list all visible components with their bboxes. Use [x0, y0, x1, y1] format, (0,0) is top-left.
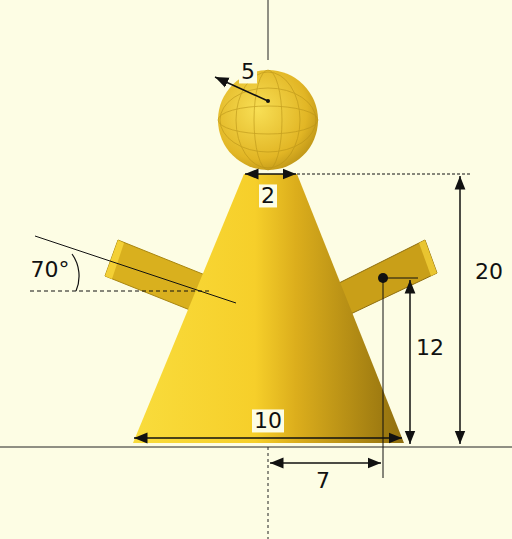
- dimension-line: [409, 280, 411, 444]
- axis-dashed: [268, 447, 269, 539]
- dimension-label: 7: [314, 469, 332, 492]
- dimension-label: 2: [259, 184, 277, 207]
- extension-line: [383, 278, 384, 478]
- dimension-label: 20: [473, 260, 505, 283]
- left-arm-end: [105, 240, 124, 279]
- extension-line: [297, 174, 472, 175]
- axis-line: [268, 0, 269, 60]
- dimension-label: 5: [239, 60, 257, 83]
- dimension-label: 70°: [29, 258, 72, 281]
- dimension-line: [459, 176, 461, 444]
- horizontal-reference: [30, 291, 210, 292]
- dimension-line: [245, 173, 296, 175]
- cone-body: [133, 174, 404, 443]
- dimension-line: [134, 437, 402, 439]
- dimension-line: [270, 462, 381, 464]
- right-arm-end: [419, 240, 437, 276]
- angle-arc: [72, 254, 79, 291]
- dimension-label: 10: [252, 409, 284, 432]
- ground-line: [0, 447, 512, 448]
- dimension-label: 12: [414, 336, 446, 359]
